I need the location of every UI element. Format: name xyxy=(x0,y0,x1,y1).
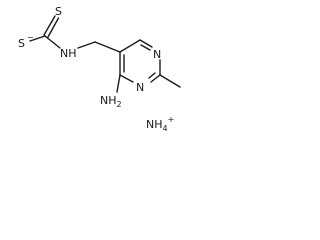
bond-ring-c2-n3-inner xyxy=(148,72,156,79)
charge-minus: − xyxy=(27,33,34,42)
chemical-structure: S S − NH N N NH2 NH4+ xyxy=(18,5,181,132)
atom-nh: NH xyxy=(60,47,77,60)
bond-c4-amino xyxy=(116,74,121,93)
atom-s-thione: S xyxy=(55,5,62,18)
bond-ring-n3-c4 xyxy=(119,74,134,83)
bond-c-s-double-a xyxy=(43,15,56,36)
bond-c2-methyl xyxy=(159,74,181,88)
bond-ring-c6-n1-inner xyxy=(140,44,151,51)
bond-ch2-ring xyxy=(94,41,121,53)
atom-amino-nh: NH2 xyxy=(100,94,122,109)
atom-s-thiolate: S xyxy=(18,37,25,50)
bond-c-s-double-b xyxy=(47,17,60,38)
atom-ring-n-bottom: N xyxy=(136,81,144,94)
bond-c-s-single xyxy=(29,35,46,42)
bond-ring-c5-c6 xyxy=(119,39,141,53)
bond-ring-c2-n3 xyxy=(150,74,161,83)
bond-n-ch2 xyxy=(77,41,96,49)
bond-c-n xyxy=(44,35,61,49)
atom-ring-n-top: N xyxy=(153,48,161,61)
ion-ammonium: NH4+ xyxy=(146,115,174,132)
bond-ring-c6-n1 xyxy=(139,39,153,48)
